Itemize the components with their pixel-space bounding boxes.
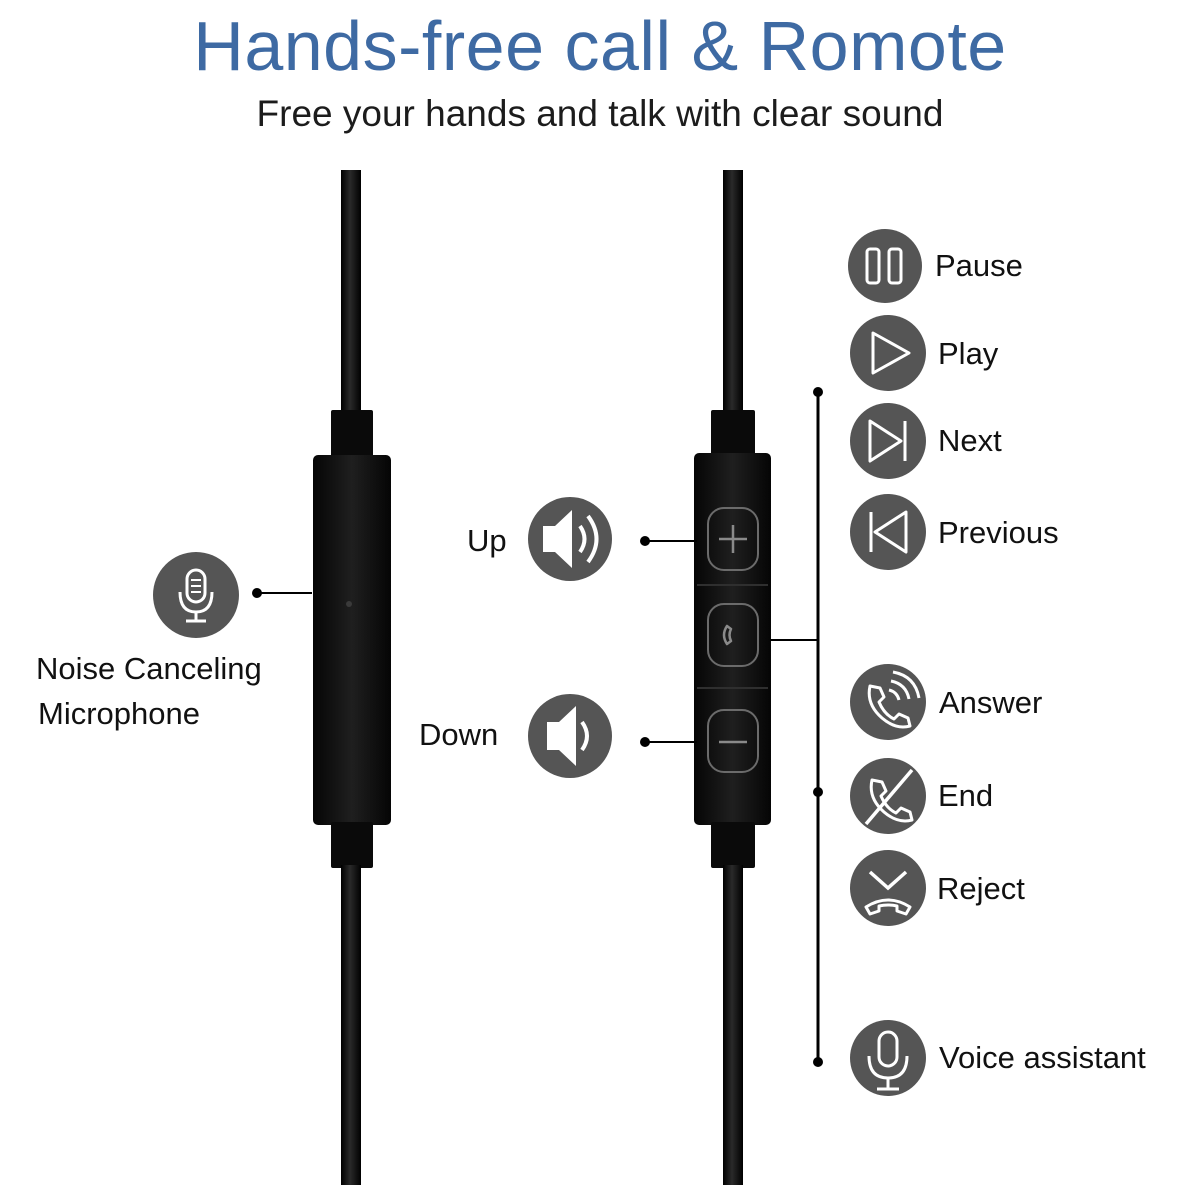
down-leader-line <box>640 737 697 747</box>
phone-icon <box>722 624 733 646</box>
volume-up-button[interactable] <box>707 507 759 571</box>
mic-label-line1: Noise Canceling <box>36 651 262 686</box>
plus-icon <box>719 525 747 553</box>
remote-housing <box>694 453 771 825</box>
play-label: Play <box>938 336 999 371</box>
volume-down-label: Down <box>419 717 499 752</box>
voice-assistant-label: Voice assistant <box>939 1040 1146 1075</box>
right-cable <box>694 170 771 1185</box>
up-leader-line <box>640 536 697 546</box>
mic-leader-line <box>252 588 312 598</box>
answer-label: Answer <box>939 685 1043 720</box>
next-label: Next <box>938 423 1002 458</box>
previous-label: Previous <box>938 515 1059 550</box>
mic-label-line2: Microphone <box>38 696 200 731</box>
next-icon <box>850 403 926 479</box>
play-icon <box>850 315 926 391</box>
voice-assistant-icon <box>850 1020 926 1096</box>
pause-icon <box>848 229 922 303</box>
microphone-icon <box>153 552 239 638</box>
volume-up-label: Up <box>467 523 507 558</box>
end-label: End <box>938 778 994 813</box>
reject-label: Reject <box>937 871 1025 906</box>
mic-hole <box>346 601 352 607</box>
speaker-loud-icon <box>528 497 612 581</box>
call-button[interactable] <box>707 603 759 667</box>
page-title: Hands-free call & Romote <box>193 7 1007 85</box>
answer-icon <box>850 664 926 740</box>
speaker-icon <box>528 694 612 778</box>
left-cable <box>313 170 391 1185</box>
previous-icon <box>850 494 926 570</box>
mic-housing <box>313 455 391 825</box>
volume-down-button[interactable] <box>707 709 759 773</box>
reject-icon <box>850 850 926 926</box>
function-bracket <box>770 387 823 1067</box>
pause-label: Pause <box>935 248 1023 283</box>
end-call-icon <box>850 758 926 834</box>
page-subtitle: Free your hands and talk with clear soun… <box>256 93 944 134</box>
